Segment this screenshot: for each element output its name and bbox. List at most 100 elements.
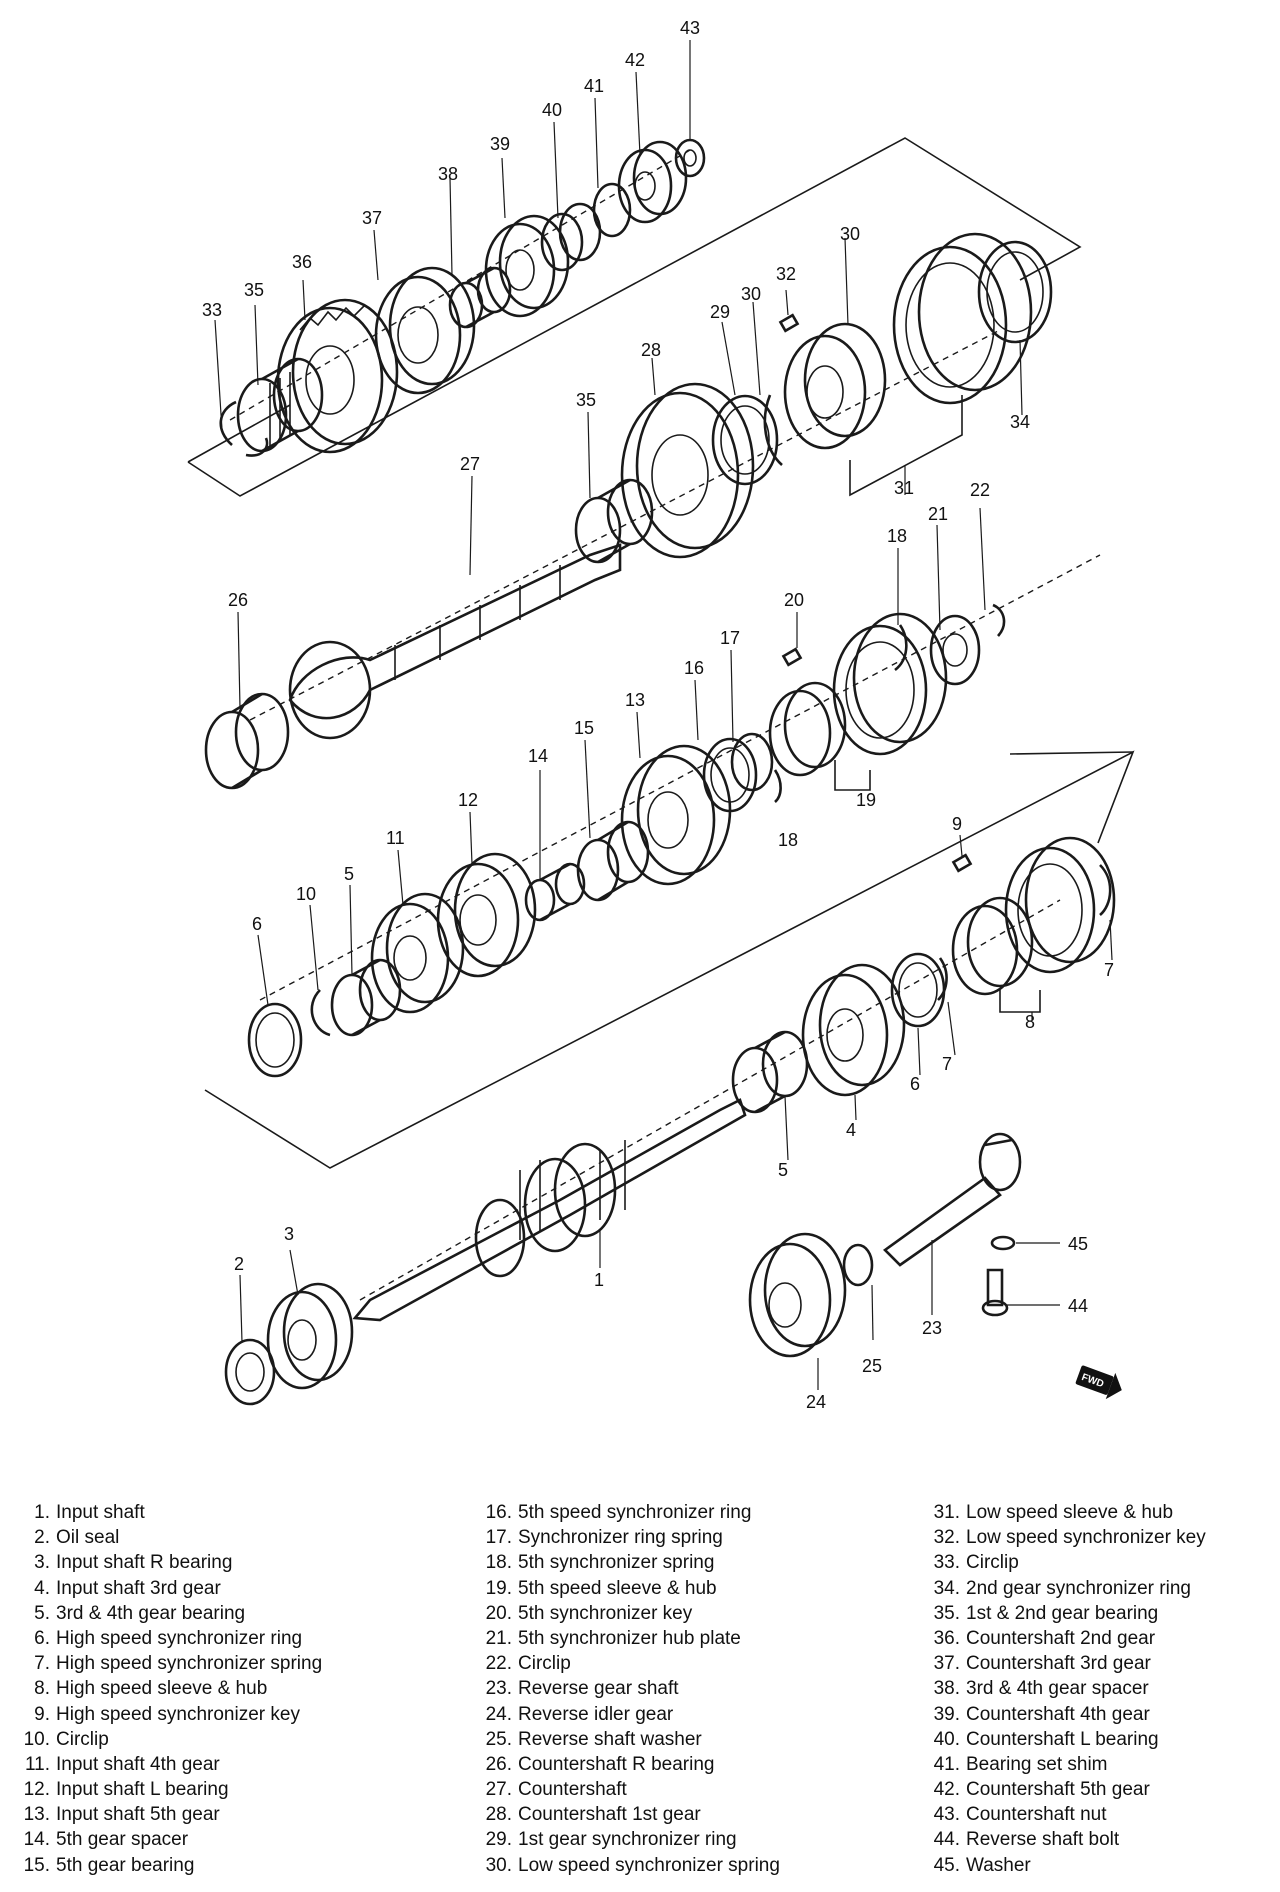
part-43-countershaft-nut xyxy=(674,138,706,178)
part-34-2nd-gear-sync-ring xyxy=(977,240,1053,344)
callout-23: 23 xyxy=(922,1318,942,1338)
callout-25: 25 xyxy=(862,1356,882,1376)
legend-item-label: Low speed synchronizer spring xyxy=(518,1854,780,1876)
legend-item-number: 29. xyxy=(485,1829,512,1851)
legend-item: 8.High speed sleeve & hub xyxy=(6,1676,426,1701)
legend-item: 17.Synchronizer ring spring xyxy=(468,1525,888,1550)
part-37-countershaft-3rd-gear xyxy=(374,266,476,395)
legend-item-label: High speed synchronizer key xyxy=(56,1703,300,1725)
legend-item: 22. Circlip xyxy=(468,1651,888,1676)
legend-item-number: 28. xyxy=(485,1804,512,1826)
middle-group-bracket-top xyxy=(1009,751,1134,755)
part-2-oil-seal xyxy=(224,1338,276,1406)
legend-item: 23.Reverse gear shaft xyxy=(468,1676,888,1701)
part-6-high-speed-sync-ring-left xyxy=(247,1002,303,1078)
legend-item-label: 3rd & 4th gear bearing xyxy=(56,1602,246,1624)
upper-group-bracket-tail xyxy=(187,404,291,463)
part-15-5th-gear-bearing xyxy=(576,820,650,902)
part-31-low-speed-sleeve-hub xyxy=(783,232,1033,497)
legend-item-label: Synchronizer ring spring xyxy=(518,1527,723,1549)
legend-item-label: Low speed sleeve & hub xyxy=(966,1502,1174,1523)
part-7-high-speed-spring xyxy=(937,864,1112,1001)
legend-item: 26.Countershaft R bearing xyxy=(468,1752,888,1777)
legend-item-label: 1st & 2nd gear bearing xyxy=(966,1602,1159,1624)
legend-item: 13.Input shaft 5th gear xyxy=(6,1802,426,1827)
callout-12: 12 xyxy=(458,790,478,810)
callout-18-upper: 18 xyxy=(887,526,907,546)
legend-item-label: 5th speed synchronizer ring xyxy=(518,1502,752,1523)
part-45-washer xyxy=(990,1235,1016,1251)
legend-item: 29.1st gear synchronizer ring xyxy=(468,1827,888,1852)
legend-item-number: 39. xyxy=(933,1703,960,1725)
part-40-countershaft-l-bearing xyxy=(540,202,602,272)
countershaft-axis xyxy=(249,329,1001,721)
legend-item-label: Countershaft 5th gear xyxy=(966,1779,1150,1801)
legend-item-label: Low speed synchronizer key xyxy=(966,1527,1206,1549)
part-28-countershaft-1st-gear xyxy=(620,382,755,559)
legend-item-number: 10. xyxy=(23,1728,50,1750)
callout-labels: 43 42 41 40 39 38 37 36 35 33 30 32 30 2… xyxy=(202,18,1114,1412)
legend-item-label: 3rd & 4th gear spacer xyxy=(966,1678,1149,1700)
legend-item-number: 44. xyxy=(933,1829,960,1851)
callout-44: 44 xyxy=(1068,1296,1088,1316)
part-16-5th-speed-sync-ring xyxy=(702,737,758,813)
callout-45: 45 xyxy=(1068,1234,1088,1254)
upper-group-bracket xyxy=(187,137,1082,497)
callout-32: 32 xyxy=(776,264,796,284)
part-26-countershaft-r-bearing xyxy=(204,692,290,790)
callout-6-upper: 6 xyxy=(252,914,262,934)
legend-item-label: 5th synchronizer spring xyxy=(518,1552,715,1574)
part-11-input-shaft-4th-gear xyxy=(370,892,465,1014)
callout-39: 39 xyxy=(490,134,510,154)
legend-item-label: High speed synchronizer spring xyxy=(56,1653,323,1675)
legend-item-number: 26. xyxy=(485,1753,512,1775)
legend-item-number: 22. xyxy=(485,1653,512,1675)
legend-item-number: 38. xyxy=(933,1678,960,1700)
part-21-5th-sync-hub-plate xyxy=(929,614,981,686)
legend-item-label: Bearing set shim xyxy=(966,1753,1108,1775)
legend-item: 9.High speed synchronizer key xyxy=(6,1702,426,1727)
legend-item: 15.5th gear bearing xyxy=(6,1853,426,1878)
part-17-sync-ring-spring xyxy=(730,732,774,792)
legend-item: 14.5th gear spacer xyxy=(6,1827,426,1852)
callout-13: 13 xyxy=(625,690,645,710)
legend-item-label: Circlip xyxy=(966,1552,1019,1574)
callout-15: 15 xyxy=(574,718,594,738)
legend-item-label: Circlip xyxy=(518,1653,571,1675)
legend-item: 5.3rd & 4th gear bearing xyxy=(6,1601,426,1626)
part-27-countershaft xyxy=(288,543,622,740)
callout-3: 3 xyxy=(284,1224,294,1244)
callout-43: 43 xyxy=(680,18,700,38)
legend-item: 45.Washer xyxy=(916,1853,1276,1878)
legend-item-label: Countershaft 3rd gear xyxy=(966,1653,1151,1675)
legend-item-label: 5th speed sleeve & hub xyxy=(518,1577,717,1599)
part-8-high-speed-sleeve-hub xyxy=(951,836,1116,1013)
legend-item-number: 14. xyxy=(23,1829,50,1851)
legend-item-number: 21. xyxy=(485,1627,512,1649)
legend-item-label: High speed sleeve & hub xyxy=(56,1678,268,1700)
legend-item: 19.5th speed sleeve & hub xyxy=(468,1576,888,1601)
callout-37: 37 xyxy=(362,208,382,228)
legend-item: 2.Oil seal xyxy=(6,1525,426,1550)
callout-18-lower: 18 xyxy=(778,830,798,850)
legend-item: 7.High speed synchronizer spring xyxy=(6,1651,426,1676)
part-29-1st-gear-sync-ring xyxy=(711,394,779,486)
part-12-input-shaft-l-bearing xyxy=(436,852,537,978)
part-36-countershaft-2nd-gear xyxy=(276,298,399,454)
legend-item-label: Circlip xyxy=(56,1728,109,1750)
part-10-circlip xyxy=(310,989,331,1037)
legend-item-number: 23. xyxy=(485,1678,512,1700)
legend-item-number: 32. xyxy=(933,1527,960,1549)
callout-31: 31 xyxy=(894,478,914,498)
part-9-high-speed-key xyxy=(951,853,973,873)
part-32-low-speed-key xyxy=(778,313,800,333)
legend-item-label: Input shaft L bearing xyxy=(56,1779,229,1801)
legend-item: 12.Input shaft L bearing xyxy=(6,1777,426,1802)
part-5-bearing-lower xyxy=(731,1030,809,1114)
legend-item-number: 6. xyxy=(34,1627,50,1649)
legend-item: 25.Reverse shaft washer xyxy=(468,1727,888,1752)
legend-item-label: Reverse shaft washer xyxy=(518,1728,702,1750)
callout-22: 22 xyxy=(970,480,990,500)
